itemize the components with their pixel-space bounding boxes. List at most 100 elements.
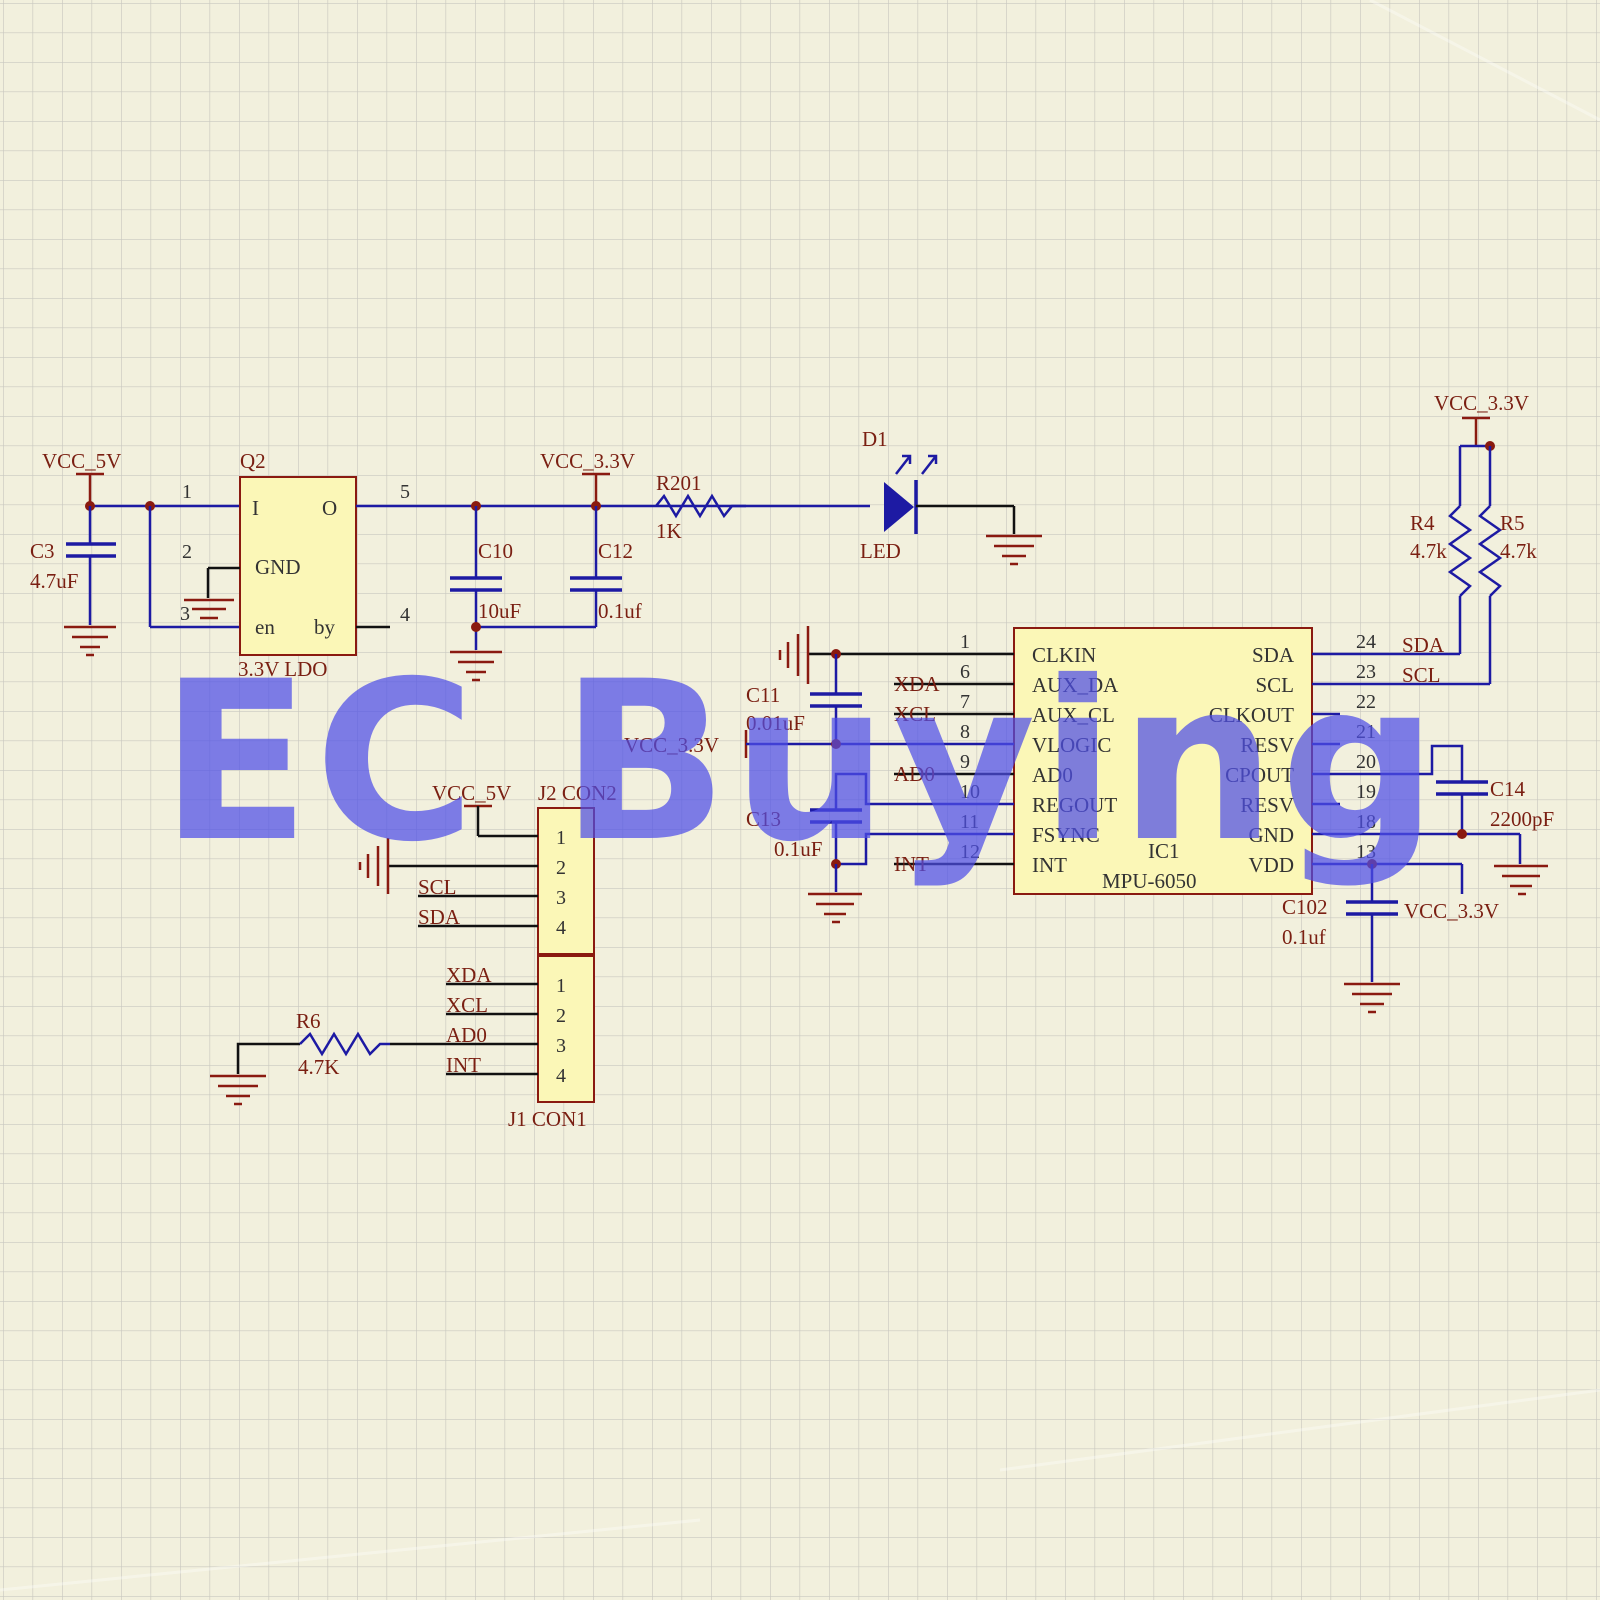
j2-pin-number: 3 <box>556 887 566 909</box>
q2-pin-o: O <box>322 496 337 520</box>
j2-pin-number: 4 <box>556 917 566 939</box>
ic1-pin-number: 11 <box>960 811 979 833</box>
j1-pin-number: 3 <box>556 1035 566 1057</box>
c13-capacitor: C13 0.1uF <box>746 772 1014 892</box>
q2-ldo: Q2 I O GND en by 3.3V LDO 1 2 3 4 5 <box>180 449 410 681</box>
ic1-pin-number: 23 <box>1356 661 1376 683</box>
j2-ref: J2 CON2 <box>538 781 617 805</box>
ic1-pin-name: CPOUT <box>1225 763 1294 787</box>
ic1-pin-name: FSYNC <box>1032 823 1100 847</box>
c14-capacitor: C14 2200pF <box>1312 744 1554 864</box>
d1-ground-symbol <box>986 534 1042 566</box>
c3-value: 4.7uF <box>30 569 78 593</box>
c13-value: 0.1uF <box>774 837 822 861</box>
ic1-ref: IC1 <box>1148 839 1180 863</box>
ic1-pin-name: AUX_CL <box>1032 703 1115 727</box>
c14-ground-symbol <box>1494 864 1548 896</box>
j2-pin-number: 2 <box>556 857 566 879</box>
ic1-pin-name: AD0 <box>1032 763 1073 787</box>
c11-ref: C11 <box>746 683 780 707</box>
ic1-net-label: XCL <box>894 702 936 726</box>
c102-capacitor: C102 0.1uf <box>1282 864 1398 982</box>
ic1-pin-name: CLKOUT <box>1209 703 1294 727</box>
r5-ref: R5 <box>1500 511 1525 535</box>
j2-net-label: SDA <box>418 905 461 929</box>
ic1-pin-number: 12 <box>960 841 980 863</box>
c13-ground-symbol <box>808 892 862 924</box>
vlogic-net: VCC_3.3V <box>624 730 1014 758</box>
j1-pin-number: 1 <box>556 975 566 997</box>
ic1-pin-name: REGOUT <box>1032 793 1117 817</box>
ic1-pin-name: RESV <box>1240 793 1294 817</box>
ic1-left-pins: 1CLKIN6AUX_DAXDA7AUX_CLXCL8VLOGIC9AD0AD0… <box>894 631 1119 877</box>
ic1-pin-name: CLKIN <box>1032 643 1096 667</box>
ic1-net-label: AD0 <box>894 762 935 786</box>
ic1-pin-number: 10 <box>960 781 980 803</box>
ic1-pin-number: 22 <box>1356 691 1376 713</box>
ic1-net-label: SCL <box>1402 663 1441 687</box>
ic1-net-label: SDA <box>1402 633 1445 657</box>
ic1-pin-number: 7 <box>960 691 970 713</box>
q2-ground-symbol <box>184 598 234 620</box>
c12-capacitor: C12 0.1uf <box>570 506 642 627</box>
c12-value: 0.1uf <box>598 599 642 623</box>
ic1-pin-number: 6 <box>960 661 970 683</box>
r201-resistor: R201 1K <box>655 471 746 543</box>
q2-pin3-num: 3 <box>180 603 190 625</box>
r201-value: 1K <box>656 519 682 543</box>
d1-led: D1 LED <box>860 427 1016 563</box>
d1-ref: D1 <box>862 427 888 451</box>
ic1-pin-number: 20 <box>1356 751 1376 773</box>
j1-ref: J1 CON1 <box>508 1107 587 1131</box>
ic1-pin-number: 18 <box>1356 811 1376 833</box>
j2-connector: J2 CON2 VCC_5V <box>358 781 617 955</box>
ic1-pin-name: SDA <box>1252 643 1295 667</box>
q2-pin-by: by <box>314 615 336 639</box>
q2-pin5-num: 5 <box>400 481 410 503</box>
q2-pin-en: en <box>255 615 275 639</box>
j1-pin-number: 2 <box>556 1005 566 1027</box>
r6-value: 4.7K <box>298 1055 339 1079</box>
c11-value: 0.01uF <box>746 711 805 735</box>
ic1-pin-name: VLOGIC <box>1032 733 1111 757</box>
c102-value: 0.1uf <box>1282 925 1326 949</box>
c10-value: 10uF <box>478 599 521 623</box>
vcc5-label: VCC_5V <box>42 449 121 473</box>
q2-pin1-num: 1 <box>182 481 192 503</box>
pullup-resistors: VCC_3.3V R4 4.7k R5 4.7k <box>1410 391 1537 684</box>
c14-ref: C14 <box>1490 777 1526 801</box>
c102-ref: C102 <box>1282 895 1328 919</box>
ic1-pin-name: VDD <box>1249 853 1295 877</box>
j1-net-label: XDA <box>446 963 492 987</box>
vcc5-j2-label: VCC_5V <box>432 781 511 805</box>
r6-resistor: R6 4.7K <box>236 1009 390 1079</box>
ic1-pin-name: SCL <box>1255 673 1294 697</box>
c14-value: 2200pF <box>1490 807 1554 831</box>
q2-pin-i: I <box>252 496 259 520</box>
ic1-net-label: INT <box>894 852 929 876</box>
ic1-pin-number: 21 <box>1356 721 1376 743</box>
ic1-pin-number: 19 <box>1356 781 1376 803</box>
ic1-pin-name: AUX_DA <box>1032 673 1119 697</box>
ic1-pin-number: 1 <box>960 631 970 653</box>
ldo-output-rail: VCC_3.3V <box>356 449 870 511</box>
ic1-part: MPU-6050 <box>1102 869 1197 893</box>
d1-value: LED <box>860 539 901 563</box>
watermark-text: EC Buying <box>160 634 1442 890</box>
ic1-pin-name: RESV <box>1240 733 1294 757</box>
